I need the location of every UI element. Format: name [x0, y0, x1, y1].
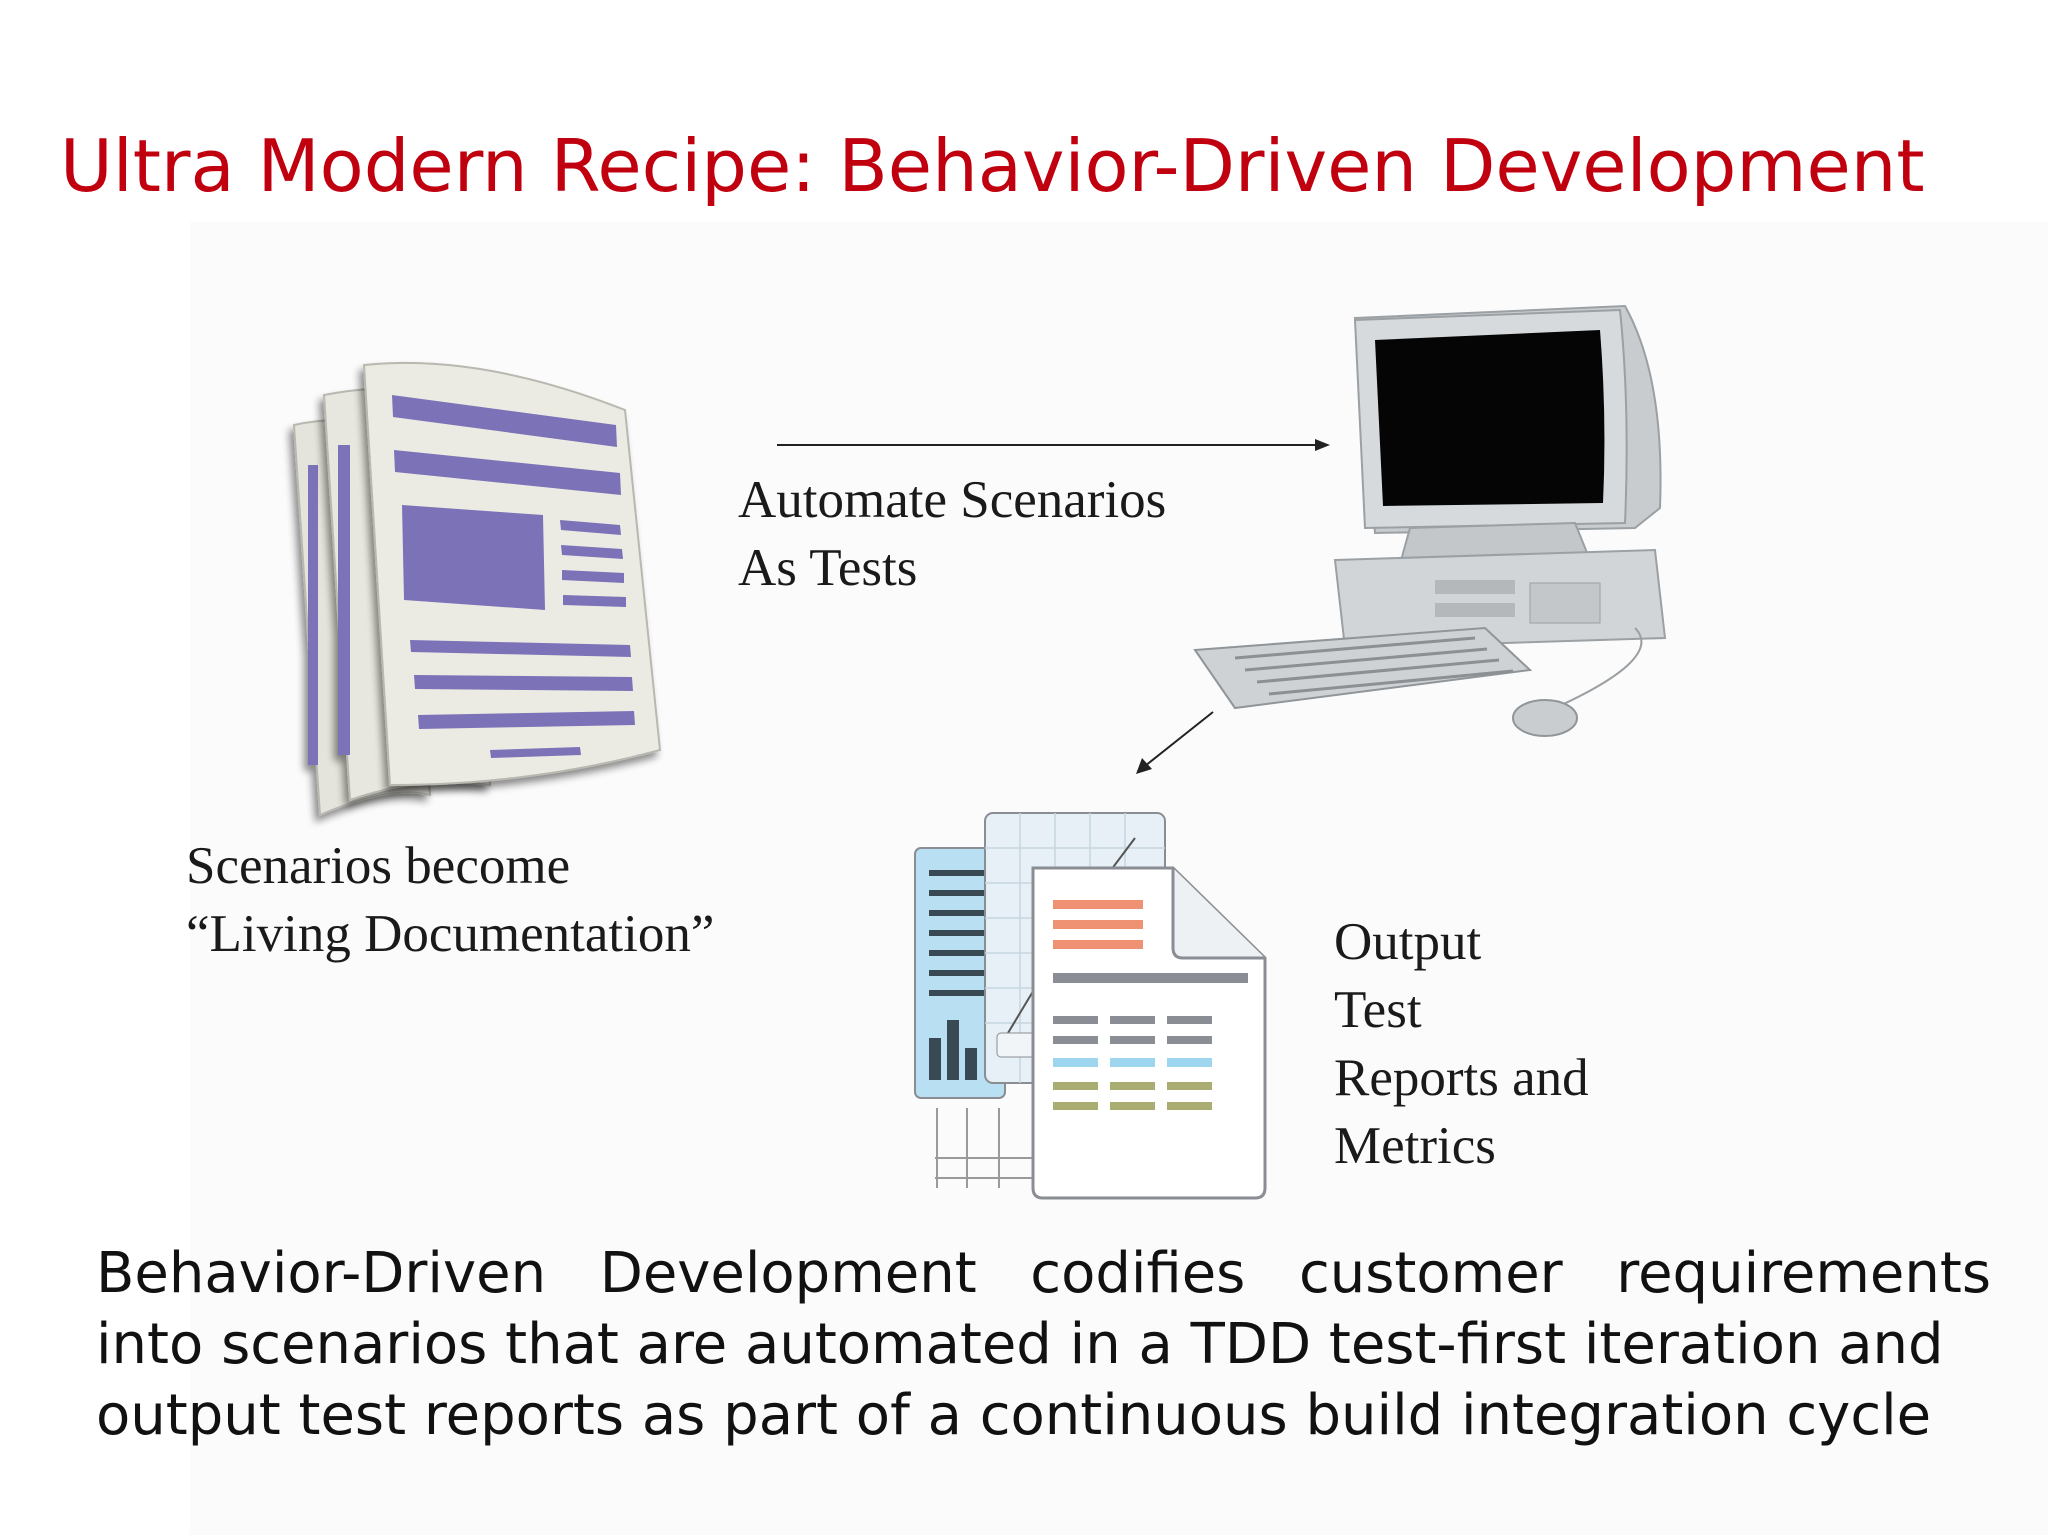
caption-line3: output test reports as part of a continu… [96, 1383, 1932, 1448]
output-label-line3: Reports and [1334, 1049, 1589, 1107]
documents-stack-icon [292, 361, 662, 817]
desktop-computer-icon [1193, 304, 1667, 737]
report-documents-icon [914, 812, 1267, 1200]
scenarios-label-line2: “Living Documentation” [186, 905, 715, 963]
right-arrow-icon [777, 439, 1330, 451]
automate-scenarios-label: Automate Scenarios As Tests [738, 466, 1166, 602]
scenarios-label: Scenarios become “Living Documentation” [186, 832, 714, 968]
output-label-line1: Output [1334, 913, 1482, 971]
slide-title: Ultra Modern Recipe: Behavior-Driven Dev… [60, 124, 1925, 208]
output-label-line2: Test [1334, 981, 1422, 1039]
output-label-line4: Metrics [1334, 1117, 1496, 1175]
output-label: Output Test Reports and Metrics [1334, 908, 1589, 1180]
slide-caption: Behavior-Driven Development codifies cus… [96, 1238, 1991, 1451]
automate-label-line1: Automate Scenarios [738, 471, 1167, 529]
caption-line2: into scenarios that are automated in a T… [96, 1312, 1944, 1377]
caption-line1: Behavior-Driven Development codifies cus… [96, 1241, 1991, 1306]
scenarios-label-line1: Scenarios become [186, 837, 571, 895]
automate-label-line2: As Tests [738, 539, 918, 597]
down-left-arrow-icon [1136, 711, 1214, 774]
